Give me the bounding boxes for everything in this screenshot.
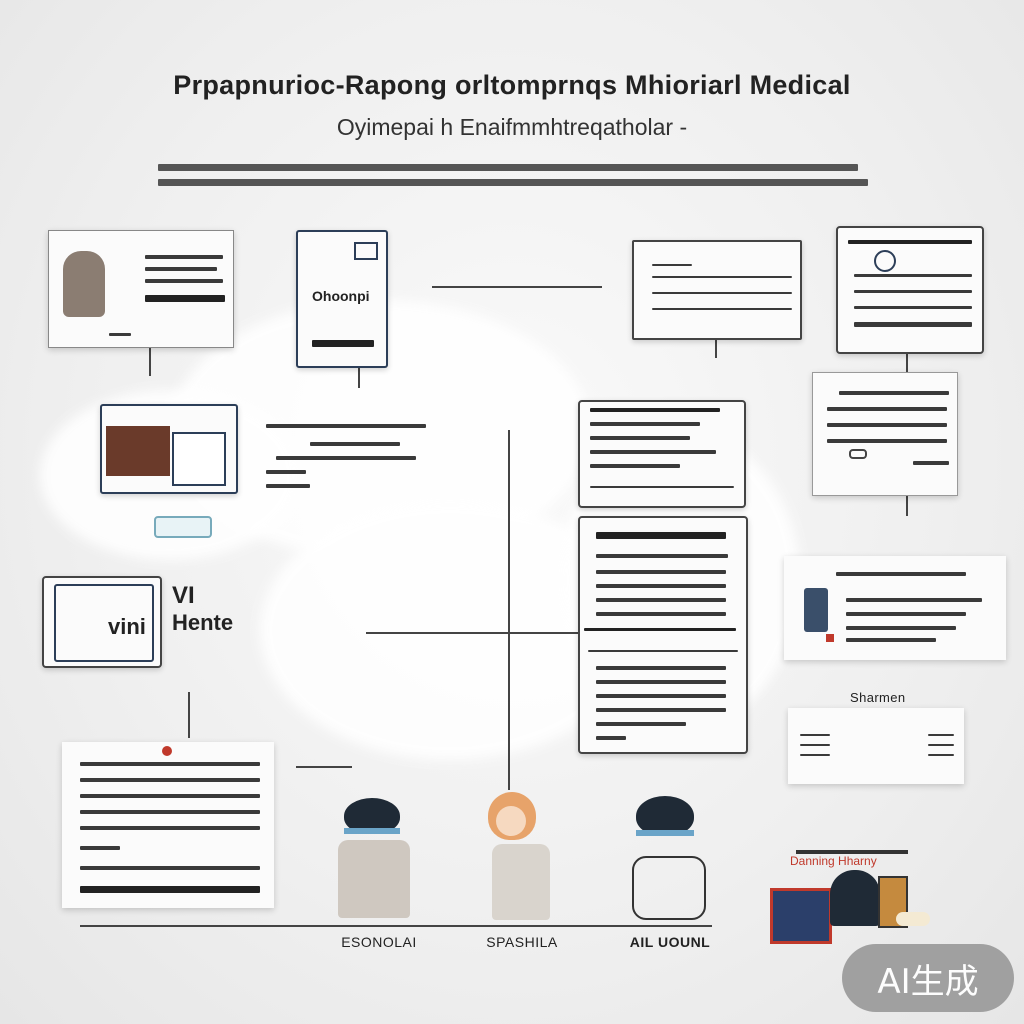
connector-line — [906, 350, 908, 372]
info-card-scan — [100, 404, 238, 494]
photo-frame — [878, 876, 908, 928]
connector-line — [149, 346, 151, 376]
scan-frame — [172, 432, 226, 486]
figure-doctor-2 — [626, 796, 716, 926]
figure-caption-2: SPASHILA — [486, 934, 558, 950]
browser-card-left: VI — [172, 582, 195, 609]
browser-window-icon — [54, 584, 154, 662]
scan-description — [266, 424, 436, 494]
info-card-patient-photo — [48, 230, 234, 348]
book-stack: Danning Hharny — [766, 846, 932, 944]
right-bottom-label: Sharmen — [850, 690, 906, 705]
figure-caption-3: AIL UOUNL — [629, 934, 711, 950]
browser-card-right: Hente — [172, 610, 234, 635]
ai-generated-label: AI生成 — [877, 961, 979, 1002]
patient-photo — [63, 251, 105, 317]
figure-caption-1: ESONOLAI — [341, 934, 417, 950]
scribble-icon — [632, 856, 706, 920]
red-marker-icon — [162, 746, 172, 756]
figure-head — [636, 796, 694, 836]
intro-text — [158, 162, 868, 192]
figure-body — [338, 840, 410, 918]
connector-line — [296, 766, 352, 768]
connector-line — [906, 496, 908, 516]
red-marker-icon — [826, 634, 834, 642]
info-card-checklist-top — [578, 400, 746, 508]
connector-line — [358, 366, 360, 388]
connector-line — [366, 632, 578, 634]
page-title: Prpapnurioc-Rapong orltomprnqs Mhioriarl… — [173, 70, 851, 100]
figure-doctor-1 — [334, 794, 418, 928]
info-card-checklist-main — [578, 516, 748, 754]
link-icon — [849, 449, 867, 459]
info-card-notes — [62, 742, 274, 908]
device-photo — [804, 588, 828, 632]
figure-body — [492, 844, 550, 920]
circle-icon — [874, 250, 896, 272]
book-label: Danning Hharny — [790, 854, 877, 868]
connector-line — [432, 286, 602, 288]
ai-generated-badge: AI生成 — [842, 944, 1014, 1012]
person-photo — [830, 870, 880, 926]
book-cover — [770, 888, 832, 944]
connector-line — [508, 430, 510, 790]
connector-line — [715, 340, 717, 358]
info-card-report — [836, 226, 984, 354]
info-card-form — [632, 240, 802, 340]
glasses-icon — [154, 516, 212, 538]
info-card-browser: vini — [42, 576, 162, 668]
info-card-blank — [788, 708, 964, 784]
info-card-phone: Ohoonpi — [296, 230, 388, 368]
phone-card-label: Ohoonpi — [312, 288, 370, 304]
page-subtitle: Oyimepai h Enaifmmhtreqatholar - — [336, 114, 688, 140]
device-icon — [354, 242, 378, 260]
info-card-summary — [812, 372, 958, 496]
info-card-device — [784, 556, 1006, 660]
connector-line — [188, 692, 190, 738]
connector-line — [80, 925, 712, 927]
browser-card-main: vini — [108, 614, 146, 639]
scan-image — [106, 426, 170, 476]
figure-nurse — [482, 792, 572, 928]
